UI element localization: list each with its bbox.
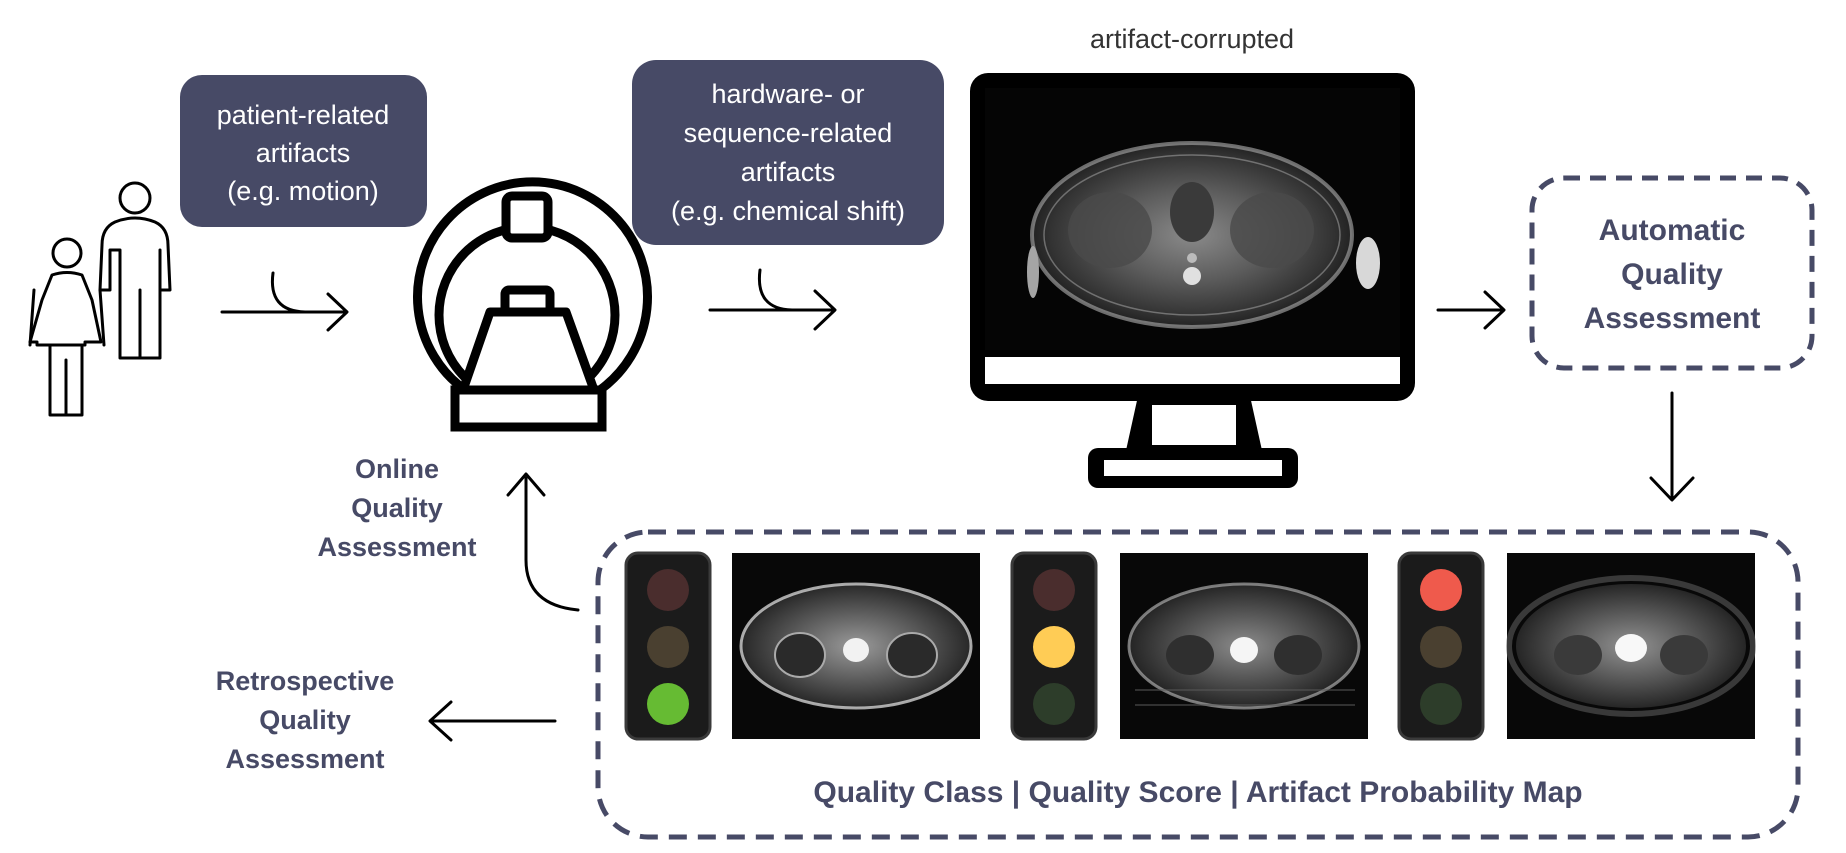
hardware-artifacts-line-3: artifacts — [741, 157, 836, 187]
automatic-qa-line-2: Quality — [1621, 258, 1723, 291]
arrow-to-monitor — [708, 268, 837, 331]
monitor-icon — [970, 73, 1415, 488]
traffic-light-red — [1397, 551, 1485, 741]
arrow-to-results — [1649, 391, 1695, 502]
light-yellow — [647, 626, 689, 668]
mri-image-bad — [1506, 553, 1756, 739]
online-qa-line-1: Online — [355, 454, 439, 484]
retrospective-qa-line-2: Quality — [259, 705, 351, 735]
light-red — [647, 569, 689, 611]
hardware-artifacts-box: hardware- or sequence-related artifacts … — [632, 60, 944, 245]
arrow-retrospective — [428, 700, 557, 742]
online-qa-line-3: Assessment — [317, 532, 476, 562]
arrow-online-feedback — [506, 472, 580, 612]
online-qa-label: Online Quality Assessment — [317, 454, 476, 562]
light-green — [647, 683, 689, 725]
hardware-artifacts-line-4: (e.g. chemical shift) — [671, 196, 905, 226]
automatic-qa-line-3: Assessment — [1584, 302, 1761, 335]
light-yellow — [1033, 626, 1075, 668]
mri-image-medium — [1120, 553, 1368, 739]
patient-artifacts-line-2: artifacts — [256, 138, 351, 168]
mri-scanner-icon — [413, 177, 652, 432]
mri-image-good — [732, 553, 980, 739]
light-green — [1420, 683, 1462, 725]
arrow-to-scanner — [220, 271, 349, 332]
online-qa-line-2: Quality — [351, 493, 443, 523]
hardware-artifacts-line-1: hardware- or — [711, 79, 864, 109]
automatic-qa-line-1: Automatic — [1599, 214, 1746, 247]
traffic-light-yellow — [1010, 551, 1098, 741]
retrospective-qa-label: Retrospective Quality Assessment — [216, 666, 395, 774]
patients-icon — [28, 181, 172, 417]
artifact-corrupted-image — [985, 88, 1400, 350]
light-red — [1033, 569, 1075, 611]
retrospective-qa-line-1: Retrospective — [216, 666, 395, 696]
light-green — [1033, 683, 1075, 725]
artifact-corrupted-label: artifact-corrupted — [1090, 24, 1294, 54]
hardware-artifacts-line-2: sequence-related — [684, 118, 893, 148]
output-methods-label: Quality Class | Quality Score | Artifact… — [813, 776, 1582, 809]
retrospective-qa-line-3: Assessment — [225, 744, 384, 774]
arrow-to-automatic-qa — [1436, 290, 1506, 330]
traffic-light-green — [624, 551, 712, 741]
light-yellow — [1420, 626, 1462, 668]
patient-artifacts-box: patient-related artifacts (e.g. motion) — [180, 75, 427, 227]
light-red — [1420, 569, 1462, 611]
automatic-qa-box: Automatic Quality Assessment — [1529, 175, 1815, 371]
results-box: Quality Class | Quality Score | Artifact… — [595, 529, 1801, 840]
patient-artifacts-line-1: patient-related — [217, 100, 390, 130]
patient-artifacts-line-3: (e.g. motion) — [227, 176, 379, 206]
